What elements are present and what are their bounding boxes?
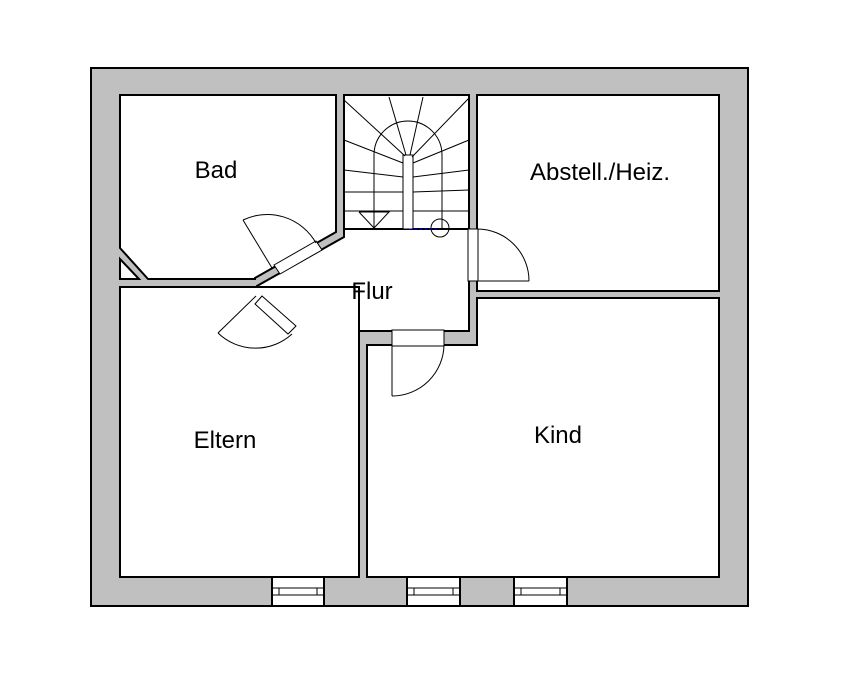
door-openings [254,228,479,347]
stair-steps [343,96,470,238]
door-eltern[interactable] [217,295,293,349]
door-kind[interactable] [391,344,445,397]
door-bad[interactable] [242,214,317,269]
bad-corner-niche [119,256,142,280]
door-abstell[interactable] [476,228,530,282]
label-eltern: Eltern [194,427,257,454]
label-flur: Flur [351,278,392,305]
window[interactable] [271,576,325,607]
label-kind: Kind [534,422,582,449]
label-abstell: Abstell./Heiz. [530,159,670,186]
windows [271,576,568,607]
window[interactable] [406,576,461,607]
room-kind [366,297,720,578]
label-bad: Bad [195,157,238,184]
window[interactable] [513,576,568,607]
room-eltern [119,286,360,578]
room-bad [119,94,337,280]
room-abstell [476,94,720,292]
